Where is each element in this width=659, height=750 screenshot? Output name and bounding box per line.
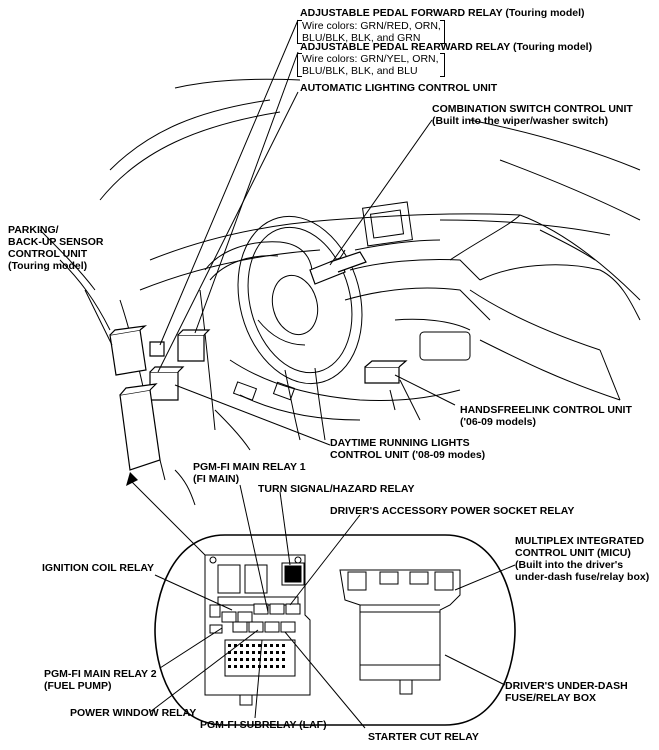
inset-leader-lines (150, 485, 515, 728)
pedal-rearward-relay-shape (178, 330, 209, 361)
label-daytime-running-lights-unit: DAYTIME RUNNING LIGHTS CONTROL UNIT ('08… (330, 437, 486, 461)
label-combination-switch-control-unit: COMBINATION SWITCH CONTROL UNIT (Built i… (432, 103, 633, 127)
bracket-pedal-rearward-wires (297, 53, 302, 77)
leader-lines (85, 20, 455, 560)
label-pedal-forward-wires: Wire colors: GRN/RED, ORN, BLU/BLK, BLK,… (302, 20, 441, 44)
label-parking-sensor-control-unit: PARKING/ BACK-UP SENSOR CONTROL UNIT (To… (8, 224, 104, 272)
label-pedal-rearward-wires: Wire colors: GRN/YEL, ORN, BLU/BLK, BLK,… (302, 53, 439, 77)
label-starter-cut-relay: STARTER CUT RELAY (368, 731, 479, 743)
fuse-box-on-dash-shape (120, 384, 160, 470)
label-handsfreelink-control-unit: HANDSFREELINK CONTROL UNIT ('06-09 model… (460, 404, 632, 428)
bracket-pedal-rearward-wires-right (440, 53, 445, 77)
fuse-box-rear-view (340, 570, 460, 694)
label-automatic-lighting-control-unit: AUTOMATIC LIGHTING CONTROL UNIT (300, 82, 498, 94)
fuse-relay-box-inset (155, 535, 515, 725)
bracket-pedal-forward-wires-right (440, 20, 445, 44)
pedal-forward-relay-shape (150, 342, 164, 356)
parking-sensor-control-unit-shape (110, 326, 146, 375)
handsfreelink-unit-shape (365, 361, 406, 383)
label-pgmfi-subrelay: PGM-FI SUBRELAY (LAF) (200, 719, 327, 731)
label-micu: MULTIPLEX INTEGRATED CONTROL UNIT (MICU)… (515, 535, 650, 583)
label-underdash-fuse-relay-box: DRIVER'S UNDER-DASH FUSE/RELAY BOX (505, 680, 628, 704)
combination-switch-unit-shape (310, 252, 366, 284)
label-pgmfi-main-relay-1: PGM-FI MAIN RELAY 1 (FI MAIN) (193, 461, 306, 485)
label-turn-signal-hazard-relay: TURN SIGNAL/HAZARD RELAY (258, 483, 415, 495)
daytime-running-lights-unit-shape (150, 367, 183, 400)
label-pedal-rearward-relay: ADJUSTABLE PEDAL REARWARD RELAY (Touring… (300, 41, 593, 53)
label-pedal-forward-relay: ADJUSTABLE PEDAL FORWARD RELAY (Touring … (300, 7, 585, 19)
label-ignition-coil-relay: IGNITION COIL RELAY (42, 562, 155, 574)
label-accessory-power-socket-relay: DRIVER'S ACCESSORY POWER SOCKET RELAY (330, 505, 575, 517)
label-pgmfi-main-relay-2: PGM-FI MAIN RELAY 2 (FUEL PUMP) (44, 668, 157, 692)
dashboard-illustration (40, 79, 640, 505)
label-power-window-relay: POWER WINDOW RELAY (70, 707, 197, 719)
bracket-pedal-forward-wires (297, 20, 302, 44)
